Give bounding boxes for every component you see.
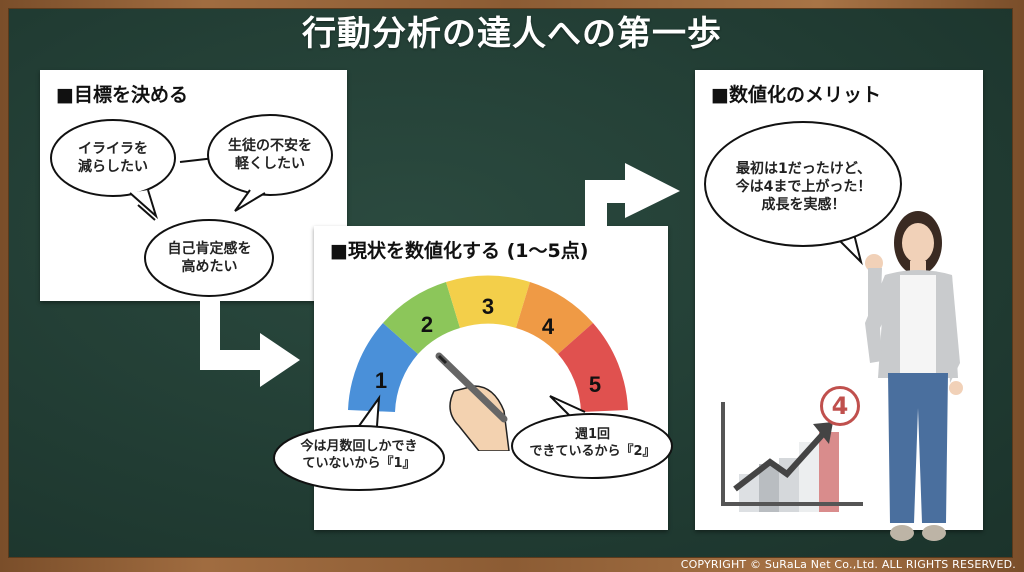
svg-text:4: 4	[542, 314, 555, 339]
goal-bubble-2: 生徒の不安を 軽くしたい	[205, 114, 335, 212]
quantify-heading: ■現状を数値化する (1〜5点)	[330, 240, 589, 262]
quantify-bubble-2: 週1回 できているから『2』	[510, 395, 675, 484]
arrow-down-right-icon	[200, 300, 300, 387]
svg-text:2: 2	[421, 312, 433, 337]
svg-text:3: 3	[482, 294, 494, 319]
merit-bubble: 最初は1だったけど、 今は4まで上がった！ 成長を実感！	[701, 121, 906, 266]
quantify-panel: ■現状を数値化する (1〜5点) 1 2 3 4 5 今は月数回しかでき ていな…	[273, 226, 673, 530]
goal-bubble-1: イライラを 減らしたい	[48, 118, 178, 220]
score-badge: 4	[820, 386, 860, 426]
arrow-up-right-icon	[585, 163, 680, 233]
goal-heading: ■目標を決める	[56, 84, 188, 106]
goal-bubble-3: 自己肯定感を 高めたい	[142, 218, 277, 298]
person-illustration	[865, 211, 963, 541]
growth-chart-icon	[721, 402, 863, 512]
slide-title: 行動分析の達人への第一歩	[302, 14, 722, 54]
goal-panel: ■目標を決める イライラを 減らしたい 生徒の不安を 軽くしたい 自己肯定感を …	[40, 70, 347, 301]
quantify-bubble-1: 今は月数回しかでき ていないから『1』	[259, 394, 449, 496]
score-gauge: 1 2 3 4 5	[348, 275, 628, 412]
hand-pen-icon	[435, 352, 510, 451]
svg-text:1: 1	[375, 368, 387, 393]
svg-text:5: 5	[589, 372, 601, 397]
merit-heading: ■数値化のメリット	[711, 84, 881, 106]
copyright-text: COPYRIGHT © SuRaLa Net Co.,Ltd. ALL RIGH…	[680, 558, 1016, 571]
